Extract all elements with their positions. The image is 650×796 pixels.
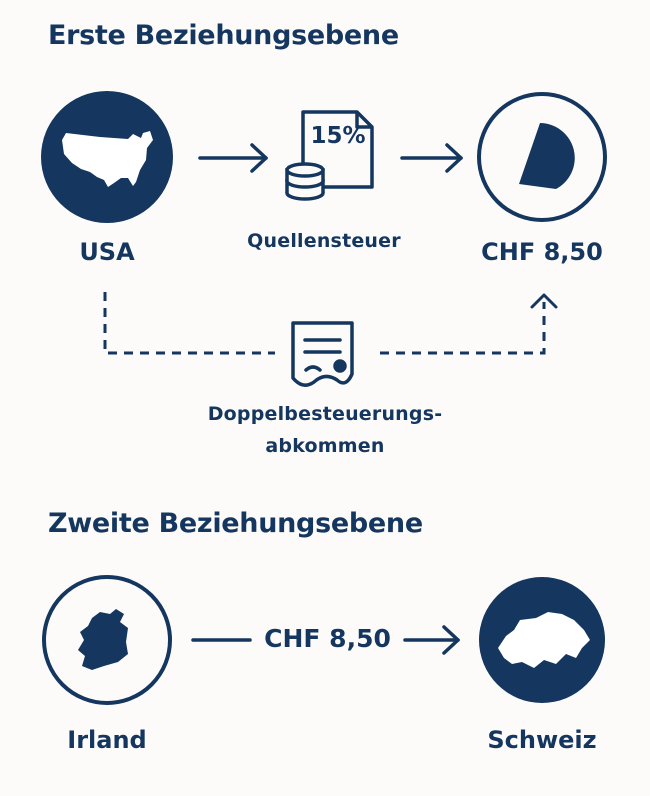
amount-label-1: CHF 8,50	[481, 238, 603, 266]
treaty-label-line1: Doppelbesteuerungs-	[207, 403, 443, 425]
arrow-right-1	[198, 143, 268, 173]
document-seal-icon	[291, 321, 354, 387]
usa-map-icon	[41, 91, 173, 223]
flow-arrow-right	[403, 625, 460, 655]
coins-icon	[285, 162, 325, 201]
amount-label-2: CHF 8,50	[264, 624, 391, 653]
ireland-map-icon	[42, 575, 172, 705]
switzerland-map-icon	[479, 577, 605, 703]
pie-slice-icon	[477, 92, 607, 222]
switzerland-label: Schweiz	[487, 726, 597, 754]
tax-rate-badge: 15%	[310, 123, 366, 149]
withholding-tax-label: Quellensteuer	[247, 230, 401, 252]
treaty-label-line2: abkommen	[265, 435, 385, 457]
usa-label: USA	[79, 238, 135, 266]
ireland-label: Irland	[67, 726, 147, 754]
section2-heading: Zweite Beziehungsebene	[48, 508, 423, 539]
treaty-dashed-path	[103, 292, 546, 355]
arrow-up-head	[530, 293, 558, 309]
arrow-right-2	[400, 143, 463, 173]
section1-heading: Erste Beziehungsebene	[48, 20, 399, 51]
